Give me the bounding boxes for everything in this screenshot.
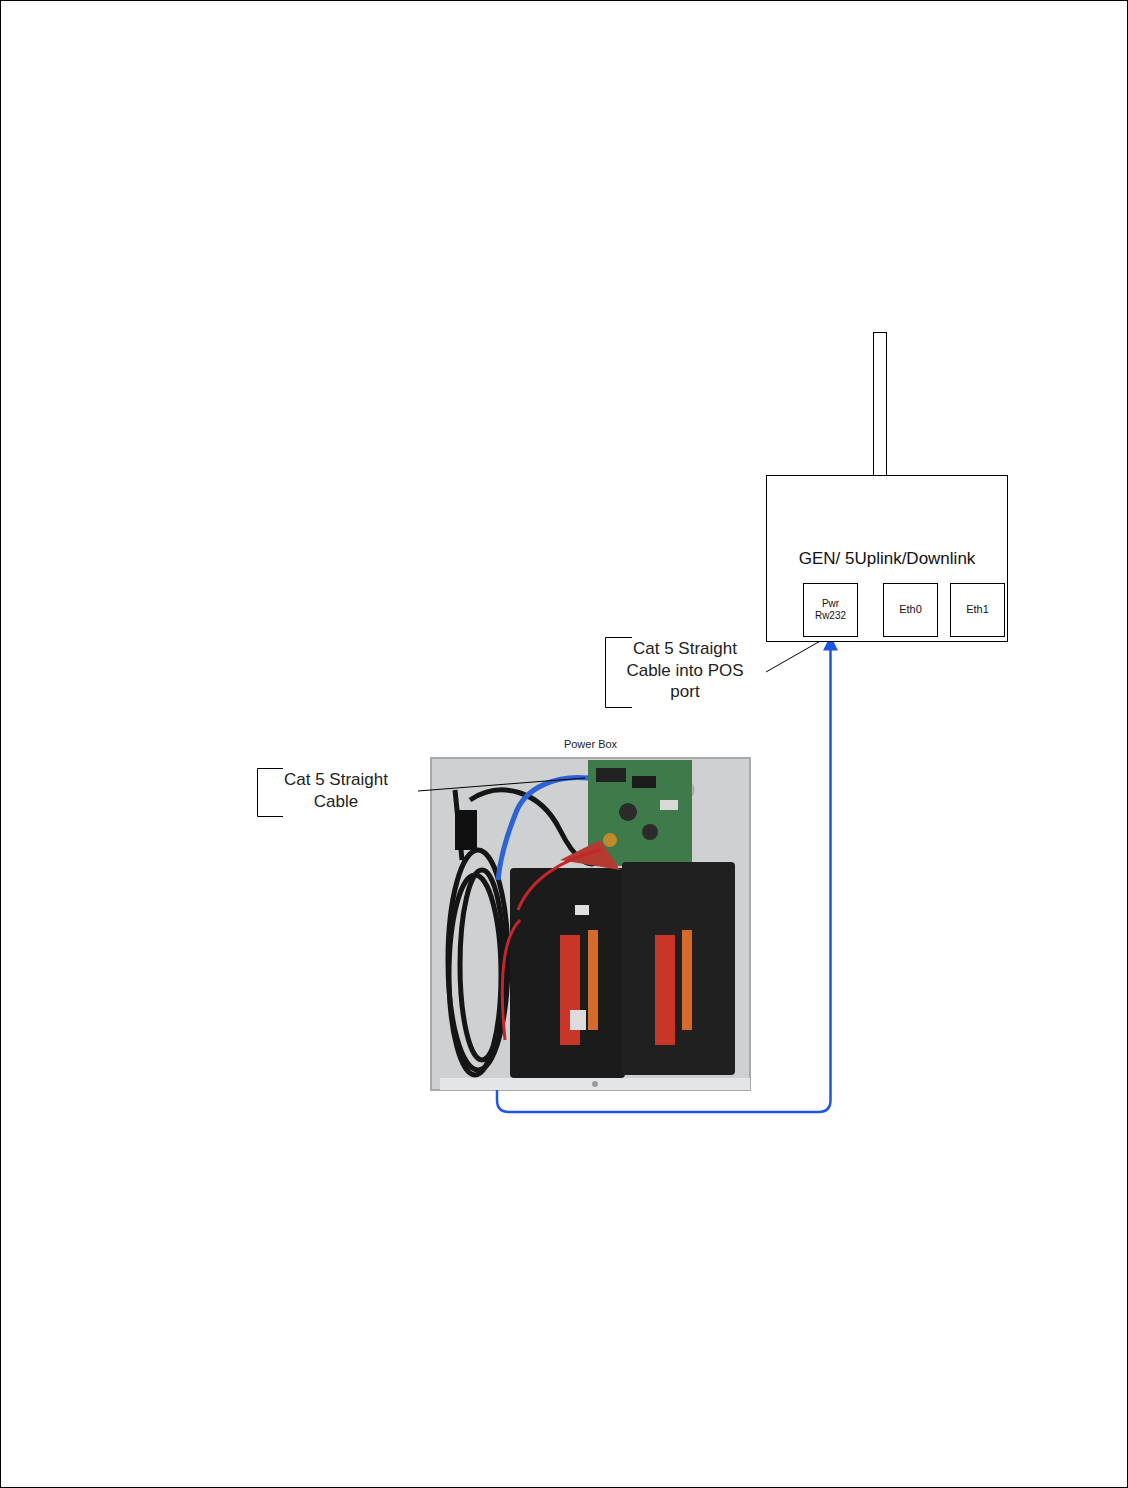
box-label: Pwr Rw232 [811,598,851,623]
port-box: Pwr Rw232 [803,583,858,637]
box-heading: Power Box [431,738,750,752]
box-label: GEN/ 5Uplink/Downlink [799,548,976,569]
box-label: Eth0 [899,603,922,617]
port-box: Eth0 [883,583,938,637]
cable-arrow [497,637,831,1112]
power-box-photo [431,758,750,1090]
port-box: Eth1 [950,583,1005,637]
callout-bracket [258,638,823,817]
callout-label: Cat 5 Straight Cable [271,769,401,812]
callout-label: Cat 5 Straight Cable into POS port [615,638,755,703]
radio-unit-box: GEN/ 5Uplink/DownlinkPwr Rw232 Eth0 Eth1 [766,475,1008,642]
power-box: Power Box [431,758,750,1090]
antenna [874,333,887,479]
box-label: Eth1 [966,603,989,617]
